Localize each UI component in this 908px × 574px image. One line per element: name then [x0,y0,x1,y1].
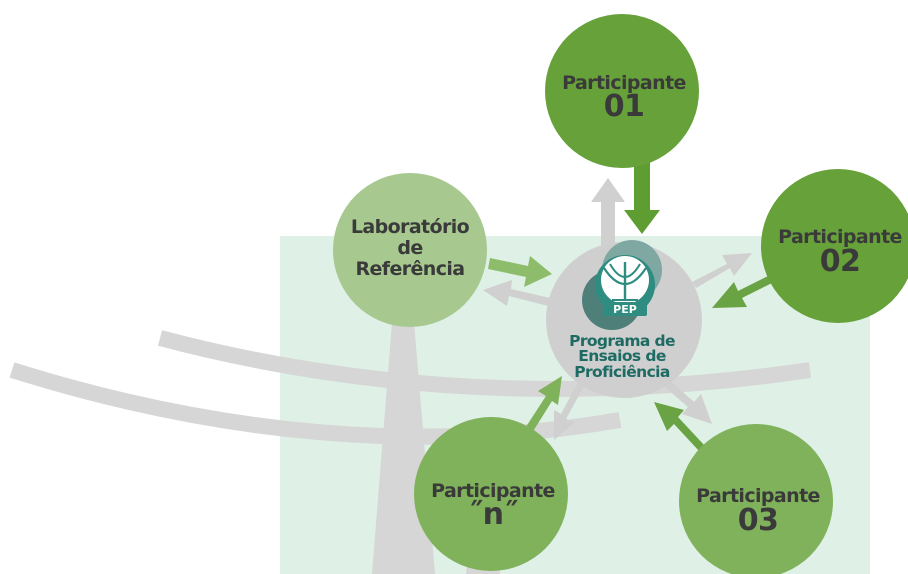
grey-band-upper [157,330,812,397]
reference-lab-line-3: Referência [355,258,464,280]
arrow-out-ref [483,280,550,306]
center-title-line-1: Programa de [569,332,675,350]
participant-n-number: ˝n˝ [468,497,518,532]
arrow-out-p03 [659,376,712,424]
center-title-line-2: Ensaios de [578,347,666,365]
center-title-line-3: Proficiência [574,363,670,381]
participant-01-number: 01 [604,89,645,124]
arrow-in-p01 [624,160,660,234]
reference-lab-node [333,173,487,327]
participant-n-label: Participante [431,480,555,502]
reference-lab-line-2: de [397,237,422,259]
participant-01-label: Participante [562,72,686,94]
arrow-in-ref [488,256,552,287]
participant-03-node [679,424,833,574]
grey-band-lower [9,362,622,445]
participant-03-label: Participante [696,485,820,507]
arrow-out-p02 [692,253,752,288]
participant-03-number: 03 [738,503,779,538]
logo-abbrev: PEP [613,303,637,316]
arrow-out-p01 [591,178,625,245]
arrow-out-pn [554,382,584,440]
outgoing-arrows [483,178,752,440]
arrow-in-p02 [712,273,778,308]
participant-n-node [414,417,568,571]
participant-02-number: 02 [820,244,861,279]
participant-02-node [761,169,908,323]
participant-01-node [545,14,699,168]
reference-lab-line-1: Laboratório [351,216,470,238]
arrow-in-p03 [654,402,705,452]
incoming-arrows [488,160,778,452]
proficiency-program-logo-icon [582,240,662,330]
arrow-in-pn [520,376,562,441]
participant-02-label: Participante [778,226,902,248]
